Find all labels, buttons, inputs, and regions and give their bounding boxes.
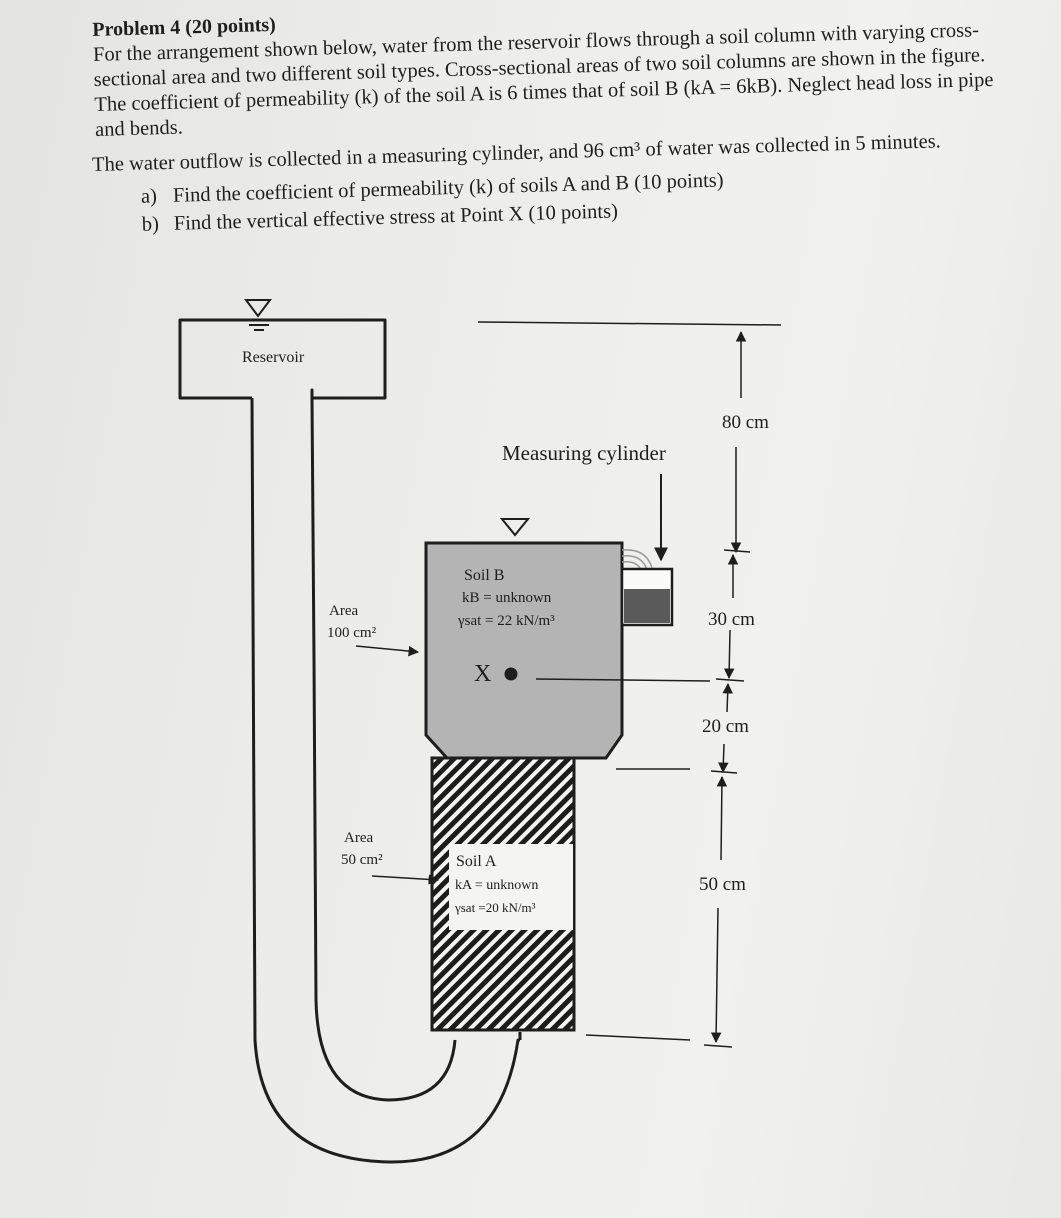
area-lower-value: 50 cm² — [341, 852, 383, 868]
water-level-triangle — [244, 299, 272, 318]
soil-b-name: Soil B — [464, 567, 504, 584]
reservoir-and-pipe — [178, 318, 522, 1164]
pipe-inner-wall — [310, 397, 457, 1102]
collected-water — [624, 589, 670, 623]
dimension-line — [703, 330, 751, 1048]
area-lower-arrow — [371, 874, 440, 885]
point-x-marker — [504, 667, 518, 681]
soil-b-column — [424, 541, 624, 760]
dimension-20cm: 20 cm — [702, 716, 749, 737]
area-lower-label: Area — [344, 830, 373, 846]
soil-b-gamma: γsat = 22 kN/m³ — [457, 613, 555, 629]
pipe-outer-wall — [178, 318, 520, 1164]
measuring-cylinder — [620, 567, 674, 627]
area-upper-value: 100 cm² — [327, 625, 377, 641]
dimension-80cm: 80 cm — [722, 412, 769, 433]
point-x-level-line — [535, 678, 711, 682]
soil-a-gamma: γsat =20 kN/m³ — [454, 900, 536, 915]
soil-b-k: kB = unknown — [462, 590, 552, 606]
dimension-50cm: 50 cm — [699, 874, 746, 895]
dimension-30cm: 30 cm — [708, 609, 755, 630]
area-upper-arrow — [355, 645, 420, 657]
reservoir-label: Reservoir — [242, 349, 305, 366]
soil-water-level-symbol — [499, 518, 531, 537]
soil-a-k: kA = unknown — [455, 878, 538, 893]
reservoir-water-symbol — [244, 299, 274, 331]
point-x-label: X — [474, 661, 491, 687]
soil-a-name: Soil A — [456, 853, 497, 870]
measuring-cylinder-label: Measuring cylinder — [502, 441, 666, 465]
reference-lines — [477, 321, 782, 1041]
area-upper-label: Area — [329, 603, 358, 619]
soil-a-label-box — [449, 844, 573, 930]
